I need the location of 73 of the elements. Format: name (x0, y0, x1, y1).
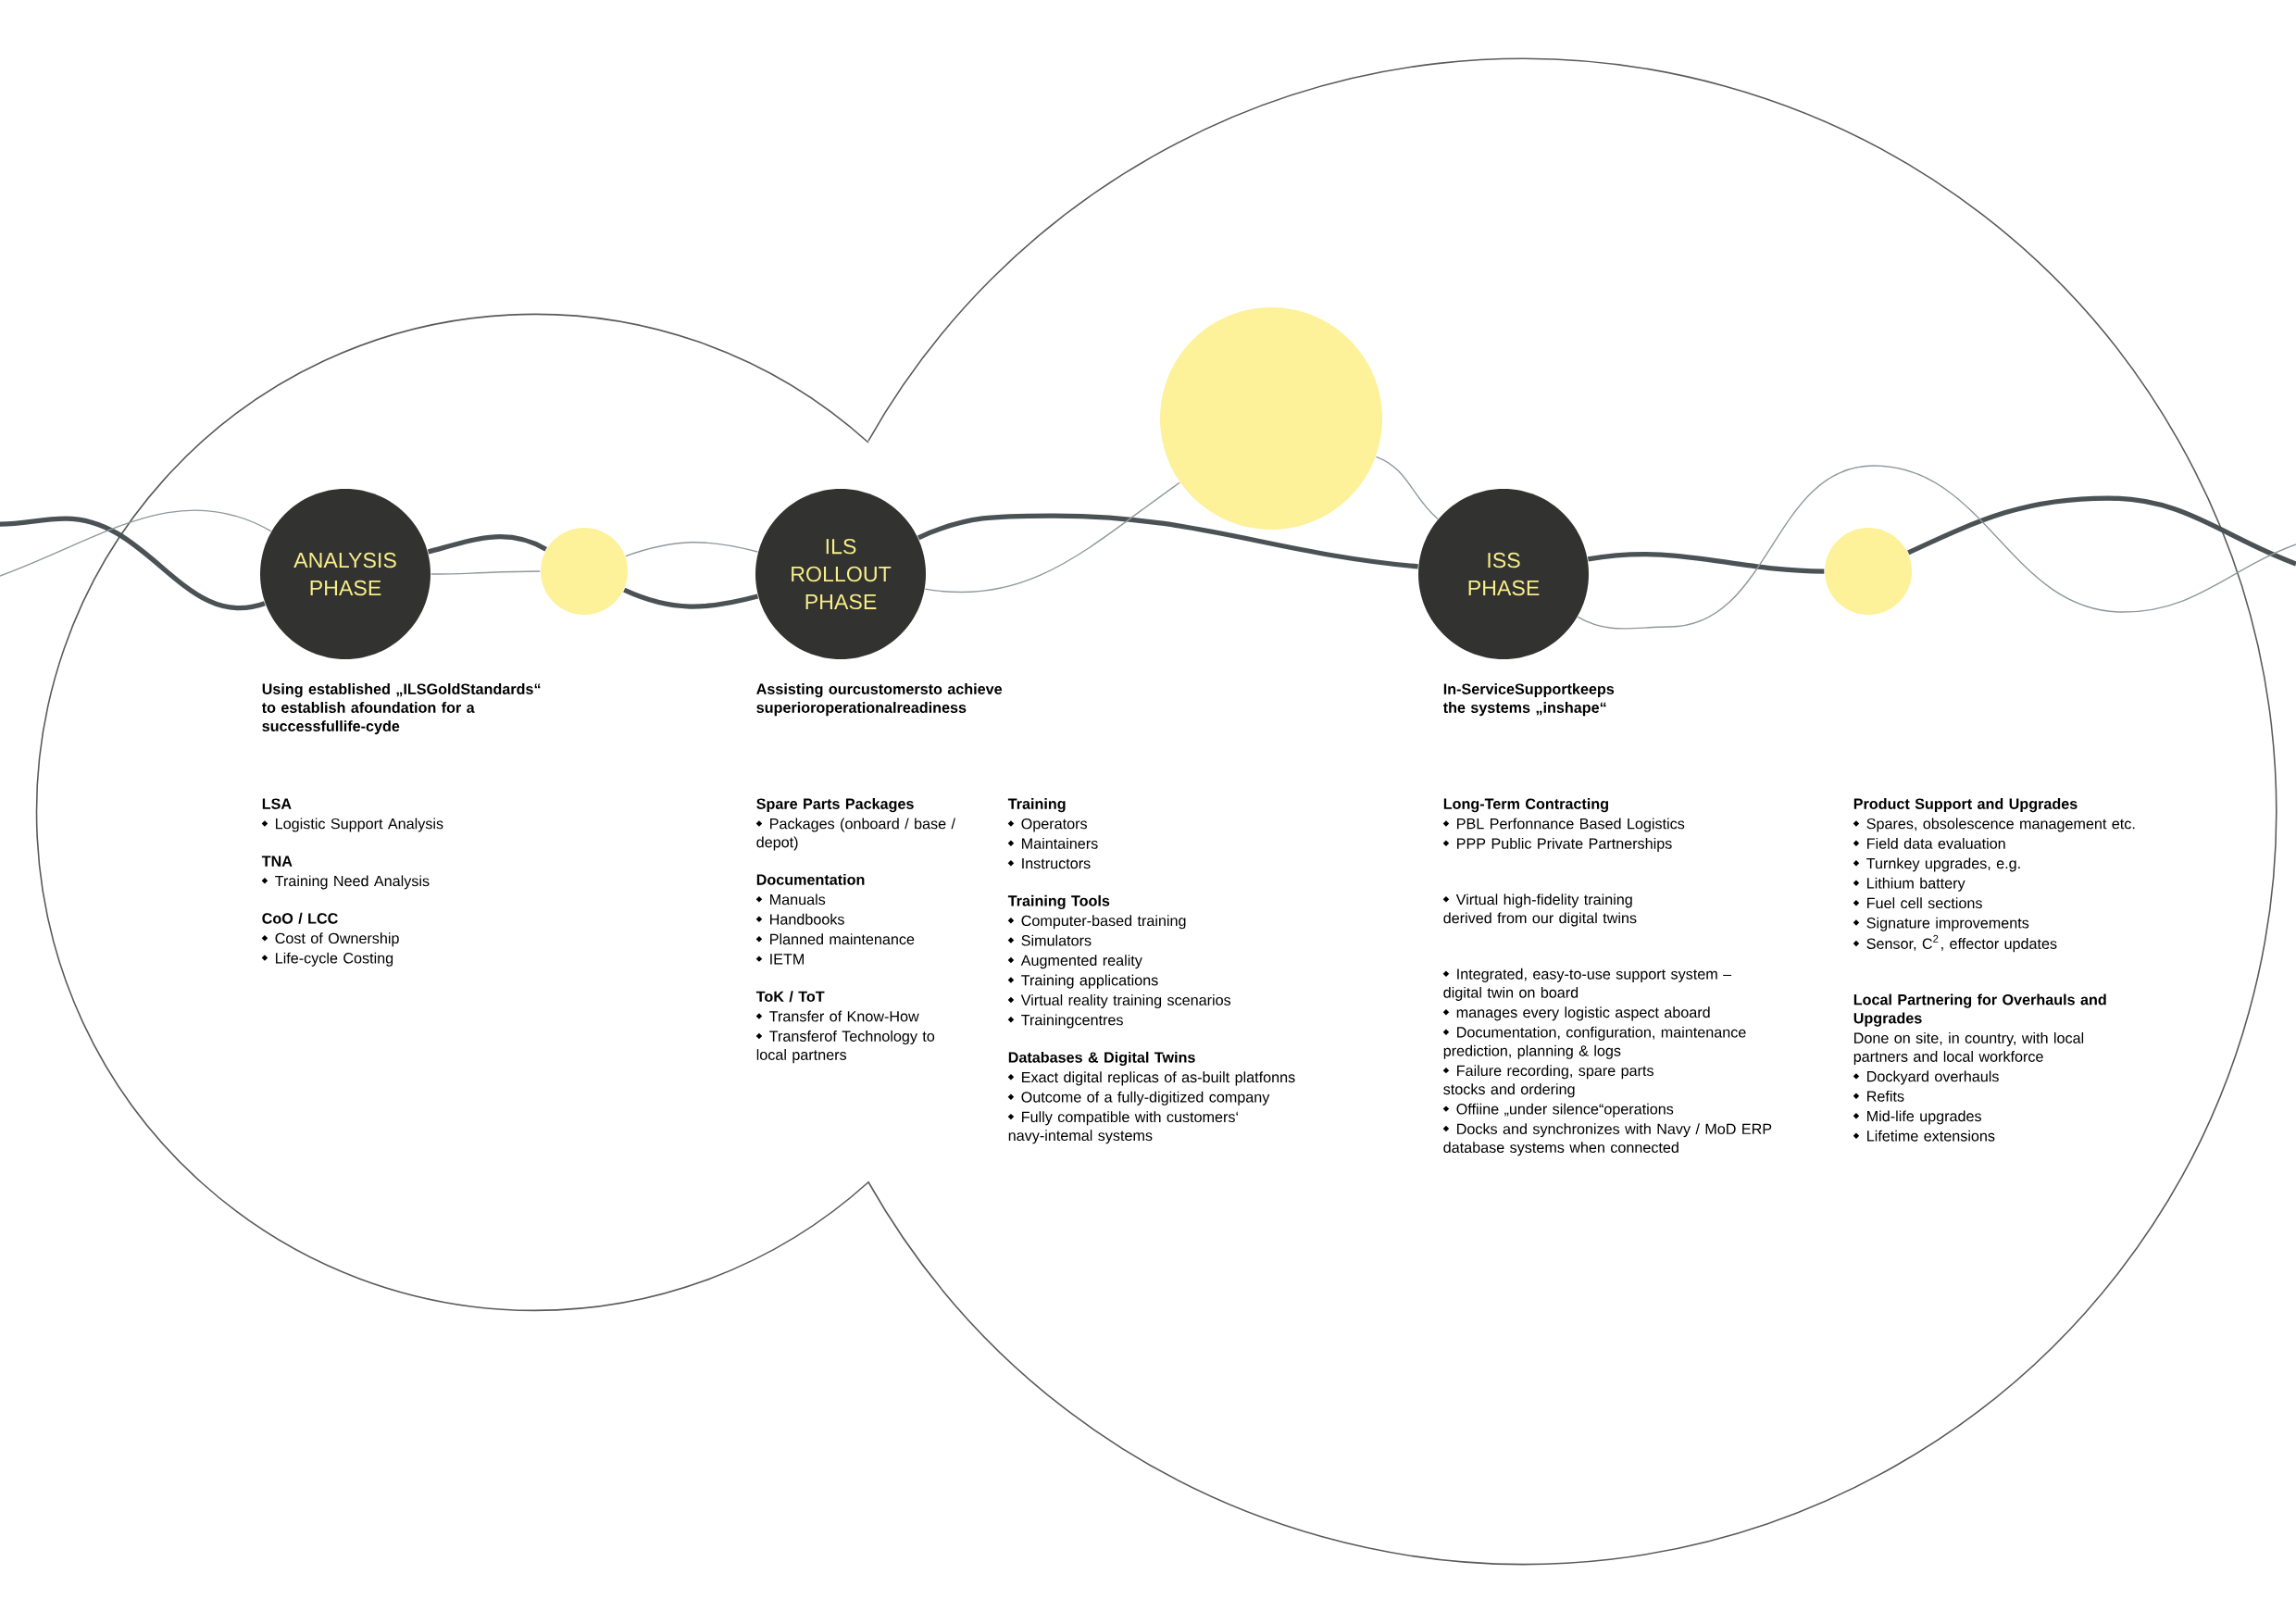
wave-line (0, 509, 272, 577)
bullet-item: Trainingcentres (1007, 1014, 1123, 1029)
wave-line (623, 587, 759, 609)
bullet-item: Simulators (1007, 934, 1092, 946)
bullet-item: Sensor, C$^{2}$, effector updates (1853, 934, 2057, 953)
bullet-item: Signature improvements (1853, 917, 2029, 931)
bullet-item: Dockyard overhauls (1853, 1070, 1999, 1085)
wave-line (1587, 552, 1825, 574)
wave-line (924, 481, 1180, 593)
bullet-item: Packages (onboard / base / depot) (755, 818, 955, 851)
bullet-item: Offiine „under silence“operations (1442, 1103, 1674, 1118)
bullet-item: Failure recording, spare parts stocks and ordering (1442, 1065, 1653, 1098)
bullet-item: Maintainers (1007, 837, 1098, 849)
section-heading: Training (1007, 798, 1066, 813)
bullet-item: Manuals (755, 893, 826, 906)
section-heading: LSA (262, 798, 292, 809)
bullet-item: Spares, obsolescence management etc. (1853, 818, 2135, 832)
wave-line (427, 534, 547, 555)
section-heading: Spare Parts Packages (756, 798, 914, 813)
section-heading: Databases & Digital Twins (1008, 1051, 1195, 1066)
bullet-item: Transfer of Know-How (755, 1010, 919, 1022)
circle-marker (1160, 307, 1383, 531)
wave-line (625, 542, 759, 557)
bullet-item: manages every logistic aspect aboard (1442, 1006, 1710, 1021)
bullet-item: IETM (755, 954, 804, 965)
bullet-item: PBL Perfonnance Based Logistics (1442, 818, 1685, 832)
bullet-item: Documentation, configuration, maintenance prediction, planning & logs (1442, 1026, 1746, 1059)
bullet-item: Instructors (1007, 857, 1091, 869)
bullet-item: Fully compatible with customers‘ navy-intemal systems (1007, 1111, 1239, 1144)
bullet-item: Lifetime extensions (1853, 1130, 1995, 1142)
section-heading: CoO / LCC (262, 912, 338, 924)
bullet-item: Cost of Ownership (261, 932, 399, 947)
bullet-item: Docks and synchronizes with Navy / MoD ERP database systems when connected (1442, 1123, 1772, 1156)
paragraph-text: Done on site, in country, with local partners and local workforce (1853, 1032, 2084, 1066)
bullet-item: Fuel cell sections (1853, 897, 1982, 909)
bullet-item: Field data evaluation (1853, 837, 2005, 849)
subtitle-text: In-ServiceSupportkeeps the systems „inshape“ (1442, 683, 1615, 717)
circle-marker (541, 528, 628, 615)
bullet-item: Exact digital replicas of as-built platfonns (1007, 1071, 1295, 1086)
bullet-item: Refits (1853, 1090, 1904, 1102)
wave-line (0, 516, 266, 611)
bullet-item: Transferof Technology to local partners (755, 1031, 935, 1064)
wave-line (430, 570, 541, 575)
section-heading: Long-Term Contracting (1443, 798, 1608, 813)
bullet-item: Turnkey upgrades, e.g. (1853, 857, 2020, 872)
bullet-item: Virtual high-fidelity training derived from our digital twins (1442, 893, 1637, 927)
wave-line (1375, 456, 1439, 520)
section-heading: Product Support and Upgrades (1853, 798, 2078, 813)
subtitle-text: Assisting ourcustomersto achieve superioroperationalreadiness (756, 683, 1003, 717)
section-heading: ToK / ToT (755, 991, 825, 1003)
section-heading: TNA (261, 856, 293, 867)
bullet-item: Computer-based training (1007, 915, 1186, 930)
wave-line (1907, 495, 2296, 567)
bullet-item: Virtual reality training scenarios (1007, 994, 1231, 1009)
bullet-item: Logistic Support Analysis (261, 818, 443, 832)
circle-marker (1825, 528, 1913, 615)
wave-line (917, 513, 1418, 569)
bullet-item: Outcome of a fully-digitized company (1007, 1091, 1270, 1106)
section-heading: Training Tools (1007, 894, 1110, 909)
bullet-item: PPP Public Private Partnerships (1442, 837, 1672, 852)
section-heading: Local Partnering for Overhauls and Upgrades (1853, 993, 2106, 1027)
bullet-item: Planned maintenance (755, 933, 915, 945)
bullet-item: Life-cycle Costing (261, 952, 393, 967)
bullet-item: Mid-life upgrades (1853, 1110, 1981, 1125)
bullet-item: Operators (1007, 818, 1087, 832)
section-heading: Documentation (756, 874, 865, 885)
bullet-item: Training applications (1007, 974, 1158, 989)
bullet-item: Handbooks (755, 913, 844, 925)
subtitle-text: Using established „ILSGoldStandards“ to establish afoundation for a successfullife-cyde (261, 683, 541, 735)
wave-line (1577, 465, 2296, 630)
bullet-item: Training Need Analysis (261, 875, 430, 890)
bullet-item: Lithium battery (1853, 877, 1965, 892)
bullet-item: Augmented reality (1007, 955, 1142, 969)
